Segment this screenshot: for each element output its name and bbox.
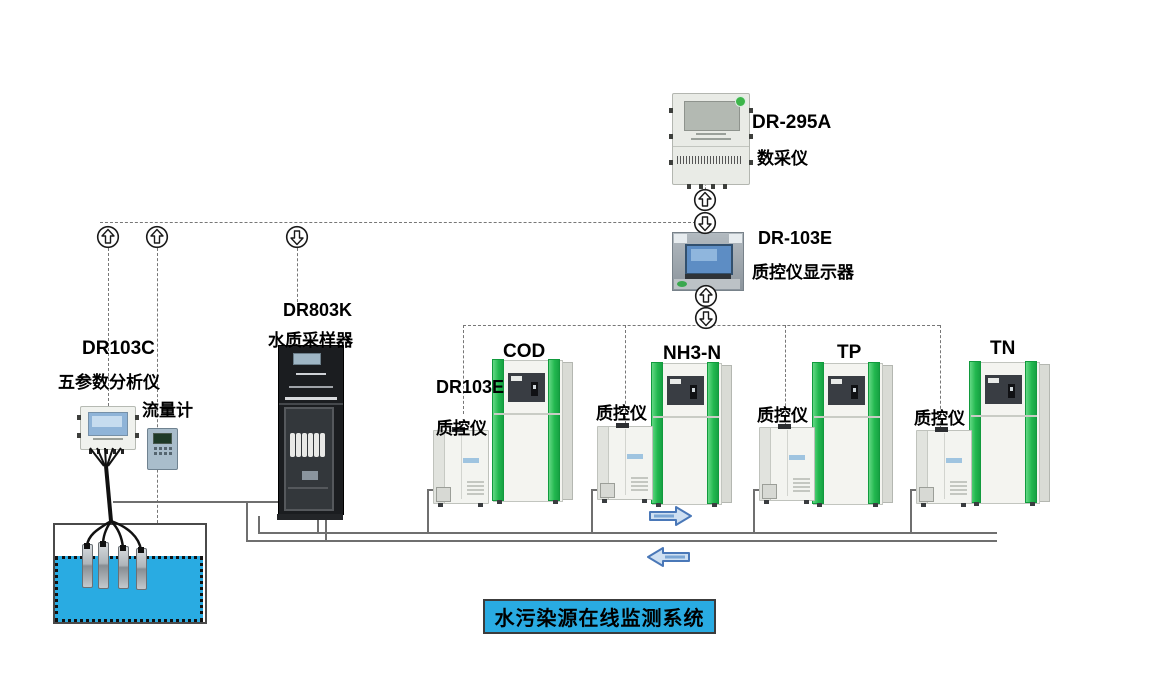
- signal-drop-sampler: [297, 248, 298, 302]
- signal-drop-five-param: [108, 248, 109, 406]
- brand-badge-icon: [735, 96, 746, 107]
- analyzer-title-tp: TP: [837, 342, 862, 363]
- up-arrow-icon: [96, 225, 120, 249]
- flow-meter-device: [147, 428, 178, 470]
- signal-drop: [705, 183, 706, 190]
- flow-meter-label: 流量计: [142, 401, 193, 420]
- qc-unit-tp: [759, 424, 815, 504]
- signal-drop-cod: [463, 325, 464, 414]
- sensor-probe: [118, 546, 129, 589]
- sampler-door: [284, 407, 334, 511]
- qc-label-nh3n: 质控仪: [596, 404, 647, 423]
- signal-drop-tn: [940, 325, 941, 429]
- up-arrow-icon: [145, 225, 169, 249]
- system-title: 水污染源在线监测系统: [494, 608, 705, 630]
- device-screen: [153, 433, 172, 444]
- data-collector-device: [669, 93, 753, 189]
- label-strip: [677, 156, 743, 164]
- down-arrow-icon: [693, 211, 717, 235]
- analyzer-panel: [985, 375, 1022, 404]
- water-sampler-device: [277, 345, 344, 520]
- five-param-label: 五参数分析仪: [58, 373, 160, 392]
- analyzer-cabinet-tn: [969, 361, 1050, 506]
- qc-unit-cod: [433, 427, 489, 507]
- sampler-model: DR803K: [283, 300, 353, 320]
- analyzer-title-cod: COD: [503, 341, 546, 362]
- device-screen: [293, 353, 321, 365]
- up-arrow-icon: [693, 188, 717, 212]
- tank-water: [55, 556, 203, 622]
- signal-bus-top: [100, 222, 696, 223]
- signal-drop-nh3n: [625, 325, 626, 424]
- signal-drop-tp: [785, 325, 786, 426]
- sensor-probe: [82, 544, 93, 588]
- analyzer-cabinet-tp: [812, 362, 893, 507]
- qc-label-cod: 质控仪: [436, 419, 487, 438]
- device-screen: [684, 101, 740, 131]
- supply-pipe: [258, 532, 997, 534]
- analyzer-cabinet-nh3n: [651, 362, 732, 507]
- five-param-model: DR103C: [82, 338, 155, 359]
- data-collector-label: 数采仪: [757, 149, 808, 168]
- sensor-probe: [98, 542, 109, 589]
- brand-badge-icon: [677, 281, 687, 287]
- qc-display-label: 质控仪显示器: [752, 263, 854, 282]
- analyzer-title-nh3n: NH3-N: [663, 343, 722, 364]
- down-arrow-icon: [694, 306, 718, 330]
- qc-display-model: DR-103E: [758, 228, 833, 248]
- system-title-banner: 水污染源在线监测系统: [483, 599, 716, 634]
- five-param-analyzer-device: [77, 406, 139, 454]
- qc-label-tp: 质控仪: [757, 406, 808, 425]
- flow-left-arrow-icon: [645, 546, 691, 573]
- analyzer-title-tn: TN: [990, 338, 1016, 359]
- return-pipe: [246, 540, 997, 542]
- sensor-probe: [136, 548, 147, 590]
- analyzer-panel: [508, 373, 545, 402]
- device-screen: [88, 412, 128, 436]
- signal-drop-flow-meter: [157, 248, 158, 523]
- data-collector-model: DR-295A: [752, 112, 832, 133]
- qc-unit-nh3n: [597, 423, 653, 503]
- qc-display-device: [672, 232, 744, 291]
- button-row: [685, 274, 731, 279]
- up-arrow-icon: [694, 284, 718, 308]
- qc-unit-tn: [916, 427, 972, 507]
- analyzer-cabinet-cod: [492, 359, 573, 504]
- sampler-label: 水质采样器: [268, 331, 353, 350]
- qc-model-cod: DR103E: [436, 377, 505, 397]
- analyzer-panel: [828, 376, 865, 405]
- tank-to-sampler-pipe: [113, 501, 283, 503]
- flow-right-arrow-icon: [648, 505, 694, 532]
- analyzer-panel: [667, 376, 704, 405]
- qc-label-tn: 质控仪: [914, 409, 965, 428]
- device-screen: [685, 244, 733, 275]
- down-arrow-icon: [285, 225, 309, 249]
